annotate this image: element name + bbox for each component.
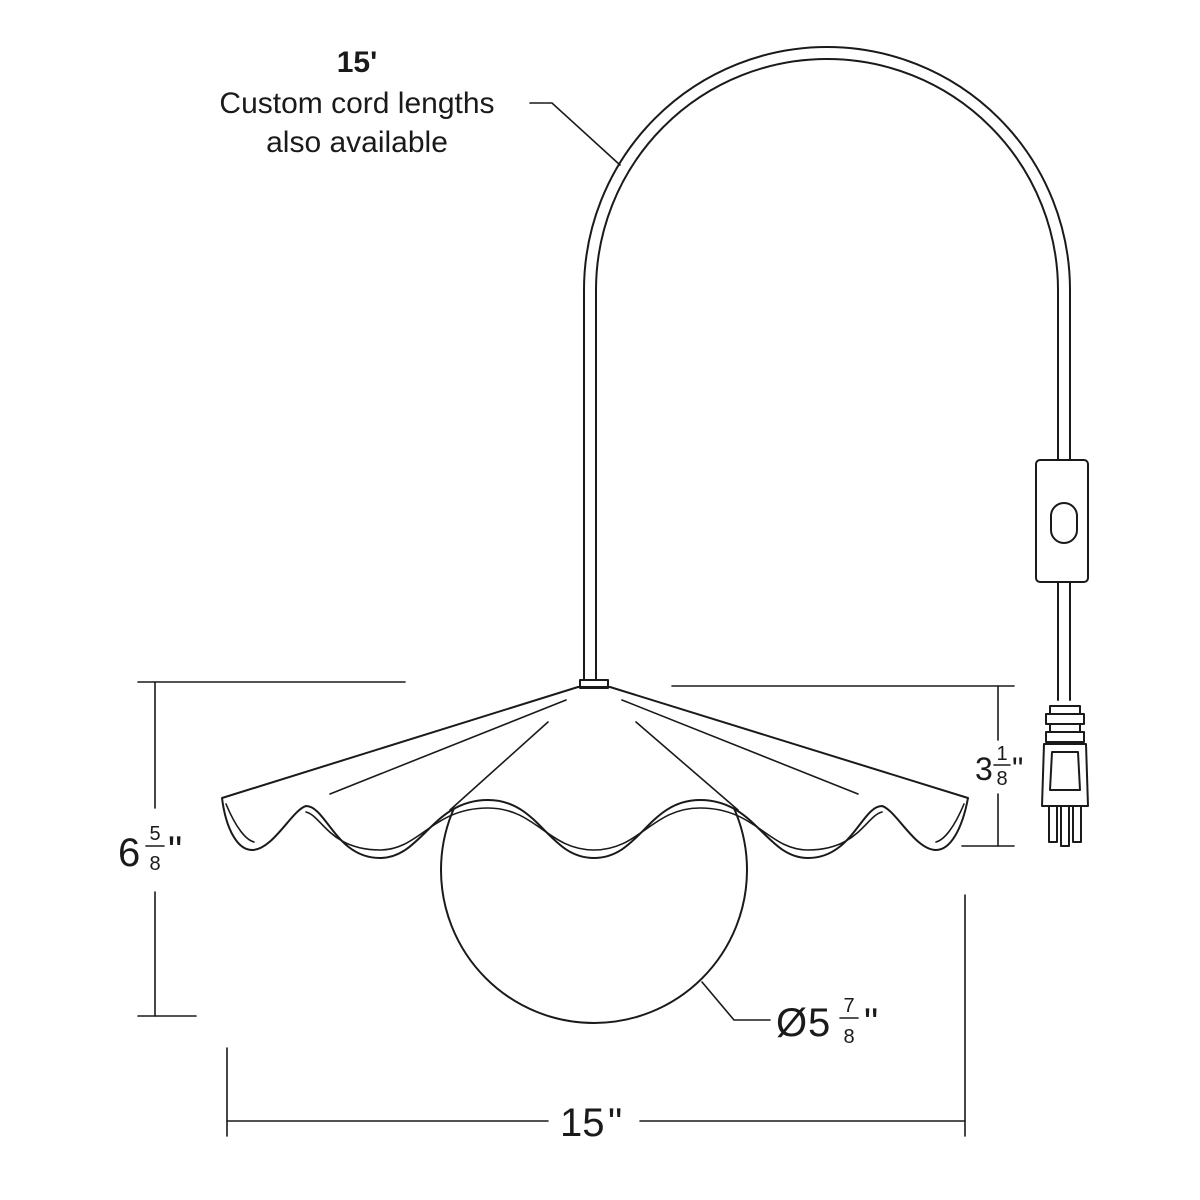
svg-text:6: 6 [118,831,140,875]
width-dimension [226,894,966,1137]
svg-text:1: 1 [996,743,1007,765]
width-label: 15 " [560,1101,622,1145]
cord-note-leader [529,102,621,166]
rocker-switch-icon [1035,459,1089,583]
svg-text:8: 8 [149,853,160,875]
svg-text:5: 5 [149,823,160,845]
globe-diameter-leader [701,981,771,1021]
svg-text:5: 5 [808,1001,830,1045]
cord [583,46,1071,701]
svg-text:": " [168,829,182,873]
svg-text:8: 8 [996,768,1007,790]
globe-diameter-label: Ø 5 7 8 " [776,995,878,1048]
svg-text:8: 8 [843,1026,854,1048]
shade-height-label: 3 1 8 " [975,743,1023,790]
cord-note-line2: also available [266,126,448,159]
svg-text:": " [608,1101,622,1145]
pendant-lamp-drawing [221,679,969,1024]
svg-text:15: 15 [560,1101,605,1145]
cord-length-label: 15' [337,46,378,79]
svg-text:7: 7 [843,995,854,1017]
shade-height-dimension [671,685,1015,847]
plug-icon [1041,705,1089,847]
svg-text:3: 3 [975,751,993,787]
svg-text:": " [864,1001,878,1045]
cord-note-line1: Custom cord lengths [219,87,494,120]
scalloped-shade [221,686,969,859]
total-height-label: 6 5 8 " [118,823,182,875]
svg-text:Ø: Ø [776,1001,807,1045]
height-dimension [137,681,406,1017]
svg-text:": " [1012,751,1023,787]
